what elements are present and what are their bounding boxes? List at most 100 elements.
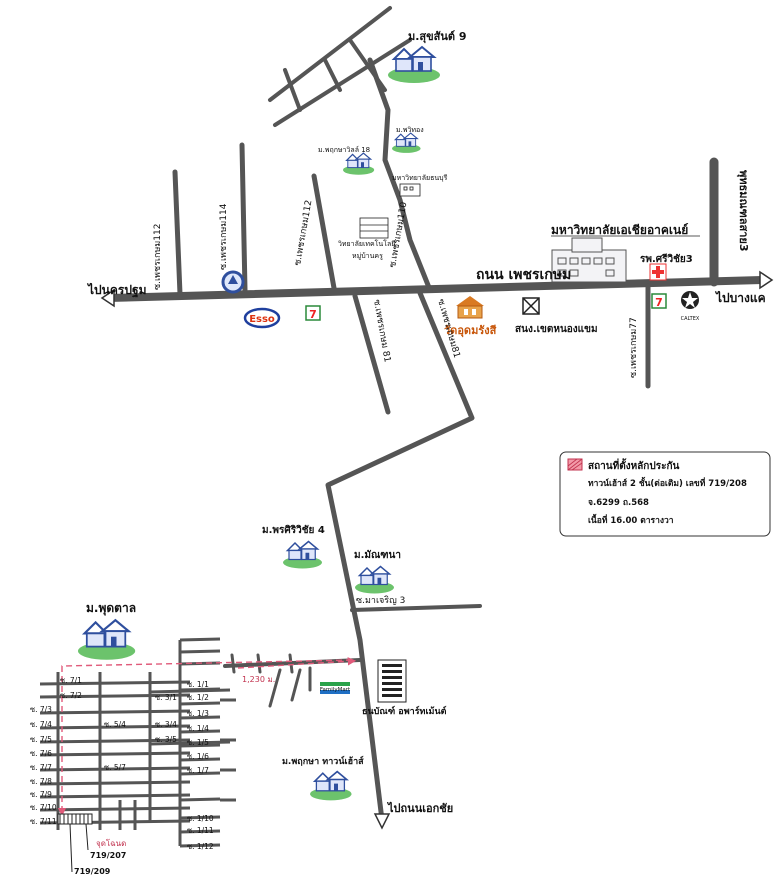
soi-label-right: ซ. 1/4 [187, 724, 209, 733]
legend-line3: เนื้อที่ 16.00 ตารางวา [588, 513, 674, 526]
house-icon-phonsiriwichai4 [282, 540, 323, 570]
arrow-east-icon [759, 270, 774, 290]
grid-street-row [39, 766, 191, 772]
label-thonburi-univ: มหาวิทยาลัยธนบุรี [392, 174, 448, 182]
grid-street-row-right [179, 757, 221, 762]
svg-text:7: 7 [309, 308, 317, 321]
grid-street-row [39, 680, 191, 686]
west-destination-label: ไปนครปฐม [86, 282, 146, 298]
soi-label-right: ซ. 1/3 [187, 709, 209, 718]
road-macharoen-3 [350, 604, 482, 612]
building-icon-tech-college [359, 217, 389, 239]
label-soi-81-short: ซ.เพชรเกษม 81 [371, 299, 392, 363]
condo-building-icon [377, 659, 407, 703]
label-to-ekkachai: ไปถนนเอกชัย [386, 801, 453, 815]
soi-label-right: ซ. 1/5 [187, 738, 209, 747]
label-pruksa-townhouse: ม.พฤกษา ทาวน์เฮ้าส์ [282, 755, 364, 767]
temple-icon [456, 296, 484, 319]
seven-eleven-logo-east: 7 [651, 293, 667, 309]
legend-title: สถานที่ตั้งหลักประกัน [588, 458, 679, 472]
grid-street-row-right [179, 701, 221, 706]
district-office-icon [522, 297, 540, 315]
grid-street-row [39, 793, 191, 799]
soi-label-left: ซ. 7/9 [30, 790, 52, 799]
soi-label-right: ซ. 1/6 [187, 752, 209, 761]
grid-street-row-right [179, 797, 221, 802]
label-soi-77: ซ.เพชรเกษม77 [629, 317, 639, 378]
esso-logo: Esso [243, 307, 281, 329]
label-phonsiriwichai4: ม.พรศิริวิชัย 4 [262, 524, 325, 536]
soi-label-right: ซ. 1/11 [187, 826, 214, 835]
soi-label-left: ซ. 7/3 [30, 705, 52, 714]
east-destination-label: ไปบางแค [714, 290, 766, 305]
grid-street-row [39, 751, 191, 757]
label-macharoen-3: ซ.มาเจริญ 3 [356, 595, 405, 606]
main-road [104, 276, 766, 302]
soi-label-right: ซ. 1/12 [187, 842, 214, 851]
main-road-label: ถนน เพชรเกษม [476, 267, 571, 283]
soi-label-right: ซ. 1/2 [187, 693, 209, 702]
svg-text:CALTEX: CALTEX [681, 316, 700, 322]
property-marker [57, 813, 93, 873]
grid-street-row-right [179, 771, 221, 776]
grid-street-row-right [179, 815, 221, 820]
legend-line2: จ.6299 ถ.568 [588, 498, 649, 508]
label-condo: ธนบัณฑ์ อพาร์ทเม้นต์ [362, 705, 447, 717]
soi-label-left: ซ. 7/10 [30, 803, 57, 812]
label-pruksa18: ม.พฤกษาวิลล์ 18 [318, 146, 370, 154]
road-soi-81-short [352, 293, 391, 415]
grid-street-row [149, 688, 231, 694]
grid-street-row-right [179, 743, 221, 748]
grid-street-row-right [179, 715, 221, 720]
svg-text:FamilyMart: FamilyMart [320, 687, 351, 693]
grid-street-row-right [179, 829, 221, 834]
road-soi-110 [367, 57, 433, 293]
svg-text:7: 7 [655, 296, 663, 309]
road-to-ekkachai [325, 290, 475, 823]
soi-label-left: ซ. 7/8 [30, 777, 52, 786]
road-suksan-e [323, 58, 342, 92]
label-soi-112-mid: ซ.เพชรเกษม112 [293, 199, 314, 266]
label-soi-114: ซ.เพชรเกษม114 [219, 203, 229, 270]
tree-icon [221, 270, 245, 294]
label-pudtan: ม.พุดตาล [86, 601, 136, 616]
grid-street-row-right [179, 649, 221, 654]
soi-label-inner: ซ. 3/4 [155, 720, 177, 729]
soi-label-left: ซ. 7/7 [30, 763, 52, 772]
arrow-south-icon [373, 813, 391, 830]
grid-street-row [39, 724, 191, 730]
soi-label-inner: ซ. 3/1 [155, 693, 177, 702]
label-hospital: รพ.ศรีวิชัย3 [640, 253, 693, 265]
grid-street-row [39, 709, 191, 715]
label-sea-university: มหาวิทยาลัยเอเชียอาคเนย์ [551, 223, 688, 237]
label-district-office: สนง.เขตหนองแขม [515, 324, 598, 335]
soi-label-left: ซ. 7/6 [30, 749, 52, 758]
road-soi-114 [239, 142, 248, 293]
grid-street-row [39, 738, 191, 744]
familymart-logo: FamilyMart [320, 682, 351, 694]
label-unit-207: 719/207 [90, 851, 126, 860]
soi-label-left: ซ. 7/11 [30, 817, 57, 826]
house-icon-pruksa-townhouse [309, 770, 353, 802]
label-distance: 1,230 ม. [242, 675, 275, 684]
route-dashed-path [57, 659, 353, 817]
label-manthana: ม.มัณฑนา [354, 549, 401, 561]
label-soi-112-left: ซ.เพชรเกษม112 [153, 224, 163, 291]
house-icon-pudtan [76, 619, 137, 661]
arrow-west-icon [100, 288, 115, 308]
label-property-marker: จุดโฉนด [96, 838, 126, 848]
soi-label-left: ซ. 7/4 [30, 720, 52, 729]
soi-label-left: ซ. 7/1 [60, 676, 82, 685]
soi-label-inner: ซ. 5/7 [104, 763, 126, 772]
label-unit-209: 719/209 [74, 867, 111, 876]
label-wat: วัดอุดมรังสี [444, 324, 497, 338]
svg-text:Esso: Esso [249, 314, 275, 325]
village-street-grid [39, 637, 236, 848]
seven-eleven-logo-west: 7 [305, 305, 321, 321]
label-phuttha-3: พุทธมณฑลสาย3 [736, 170, 750, 252]
building-icon-thonburi [399, 183, 421, 197]
road-suksan-d [283, 68, 302, 112]
grid-street-row-right [179, 637, 221, 642]
house-icon-manthana [354, 565, 395, 595]
label-phithong: ม.พวิทอง [396, 126, 424, 134]
